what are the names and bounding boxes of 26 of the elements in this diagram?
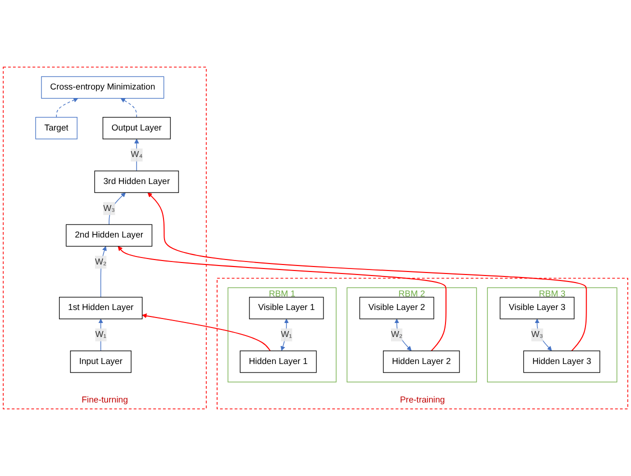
arrow xyxy=(134,138,139,172)
node-box: Hidden Layer 2 xyxy=(382,350,460,373)
edge-label: W₃ xyxy=(103,204,115,213)
arrow xyxy=(108,192,126,225)
node-box: Cross-entropy Minimization xyxy=(41,76,164,99)
arrow xyxy=(120,98,137,118)
node-box: Visible Layer 2 xyxy=(359,296,434,320)
node-box: Visible Layer 3 xyxy=(500,296,574,320)
node-box: 3rd Hidden Layer xyxy=(94,170,179,193)
arrow xyxy=(56,98,78,118)
edge-label: W₁ xyxy=(95,330,106,340)
node-box: Visible Layer 1 xyxy=(249,296,324,320)
node-box: Input Layer xyxy=(70,350,132,373)
node-box: 1st Hidden Layer xyxy=(59,296,143,320)
arrow xyxy=(98,318,104,352)
edge-label: W₁ xyxy=(280,330,292,340)
edge-label: W₂ xyxy=(390,330,403,340)
node-box: Hidden Layer 1 xyxy=(240,350,317,373)
node-box: Hidden Layer 3 xyxy=(523,350,600,373)
node-box: Target xyxy=(35,116,78,140)
arrow xyxy=(142,313,271,352)
node-box: Output Layer xyxy=(102,116,171,140)
edge-label: W₂ xyxy=(95,257,107,267)
edge-label: W₄ xyxy=(130,150,142,160)
edge-label: W₃ xyxy=(531,330,543,340)
node-box: 2nd Hidden Layer xyxy=(66,224,152,247)
